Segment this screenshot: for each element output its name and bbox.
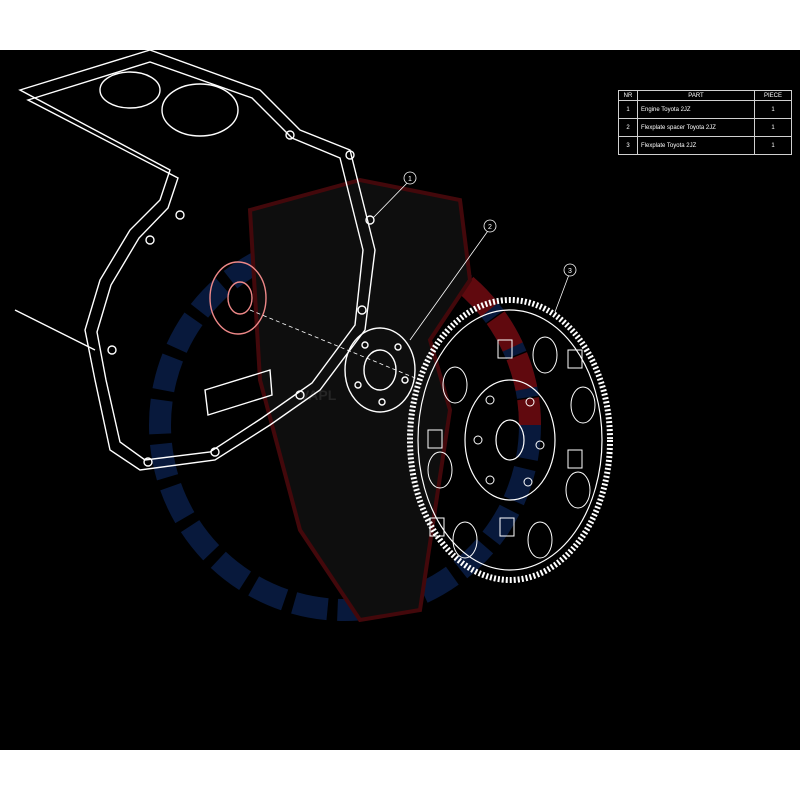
callout-label-1: 1 xyxy=(408,176,412,183)
drawing-canvas: VAPL xyxy=(0,50,800,750)
callouts: 1 2 3 xyxy=(372,171,577,341)
parts-list-table: NR PART PIECE 1 Engine Toyota 2JZ 1 2 Fl… xyxy=(618,90,792,155)
callout-label-3: 3 xyxy=(568,268,572,275)
table-row: 3 Flexplate Toyota 2JZ 1 xyxy=(618,136,792,155)
engine-block xyxy=(14,50,421,471)
row-nr: 3 xyxy=(618,136,638,155)
row-part: Flexplate Toyota 2JZ xyxy=(637,136,755,155)
watermark-piston-icon xyxy=(247,177,473,623)
row-part: Flexplate spacer Toyota 2JZ xyxy=(637,118,755,137)
callout-1: 1 xyxy=(372,171,417,219)
callout-3: 3 xyxy=(554,263,577,313)
table-row: 2 Flexplate spacer Toyota 2JZ 1 xyxy=(618,118,792,137)
row-part: Engine Toyota 2JZ xyxy=(637,100,755,119)
exploded-view-drawing: VAPL xyxy=(14,50,613,623)
header-part: PART xyxy=(637,90,755,101)
table-row: 1 Engine Toyota 2JZ 1 xyxy=(618,100,792,119)
header-nr: NR xyxy=(618,90,638,101)
watermark-logo: VAPL xyxy=(149,177,541,623)
row-piece: 1 xyxy=(754,136,792,155)
row-nr: 2 xyxy=(618,118,638,137)
callout-label-2: 2 xyxy=(488,224,492,231)
flexplate-spacer xyxy=(344,327,416,413)
parts-list-header: NR PART PIECE xyxy=(618,90,792,101)
watermark-text: VAPL xyxy=(300,387,337,403)
watermark-red-gear xyxy=(344,229,541,426)
row-piece: 1 xyxy=(754,100,792,119)
row-nr: 1 xyxy=(618,100,638,119)
flexplate xyxy=(407,297,613,583)
callout-2: 2 xyxy=(409,219,497,341)
header-piece: PIECE xyxy=(754,90,792,101)
row-piece: 1 xyxy=(754,118,792,137)
